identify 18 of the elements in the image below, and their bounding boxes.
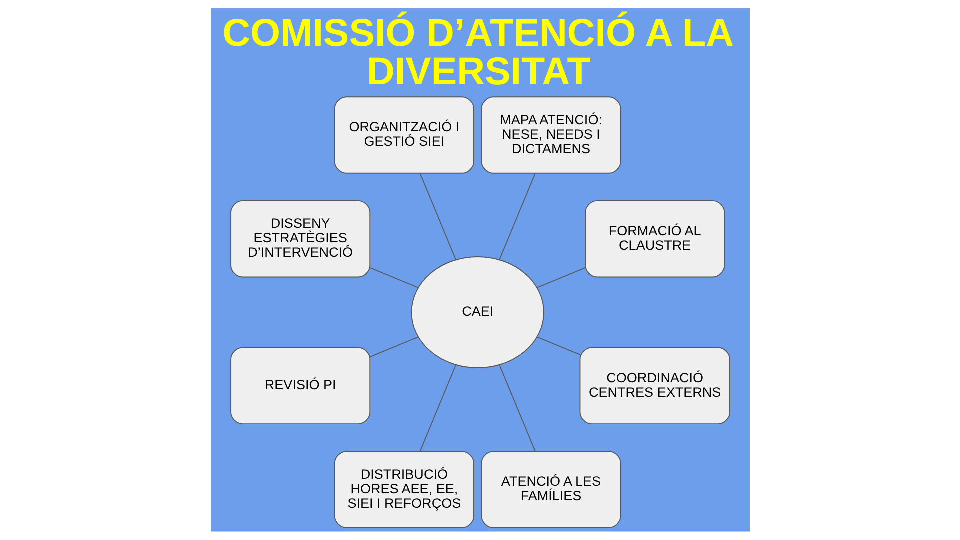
connector bbox=[498, 173, 536, 260]
node-box: COORDINACIÓ CENTRES EXTERNS bbox=[579, 347, 730, 425]
diagram-title: COMISSIÓ D’ATENCIÓ A LA DIVERSITAT bbox=[222, 12, 734, 94]
node-box: ORGANITZACIÓ I GESTIÓ SIEI bbox=[334, 96, 474, 174]
connector bbox=[498, 364, 536, 452]
node-box: REVISIÓ PI bbox=[230, 347, 370, 425]
connector bbox=[536, 336, 580, 356]
connector bbox=[536, 268, 586, 288]
connector bbox=[369, 268, 418, 288]
node-ellipse: CAEI bbox=[410, 256, 544, 369]
node-box: MAPA ATENCIÓ: NESE, NEEDS I DICTAMENS bbox=[480, 96, 621, 174]
connector bbox=[369, 336, 418, 358]
connector bbox=[419, 173, 456, 260]
node-box: ATENCIÓ A LES FAMÍLIES bbox=[480, 451, 621, 528]
node-box: FORMACIÓ AL CLAUSTRE bbox=[584, 200, 725, 278]
node-box: DISTRIBUCIÓ HORES AEE, EE, SIEI I REFORÇOS bbox=[334, 451, 474, 528]
node-box: DISSENY ESTRATÈGIES D’INTERVENCIÓ bbox=[230, 200, 370, 278]
connector bbox=[419, 364, 456, 452]
